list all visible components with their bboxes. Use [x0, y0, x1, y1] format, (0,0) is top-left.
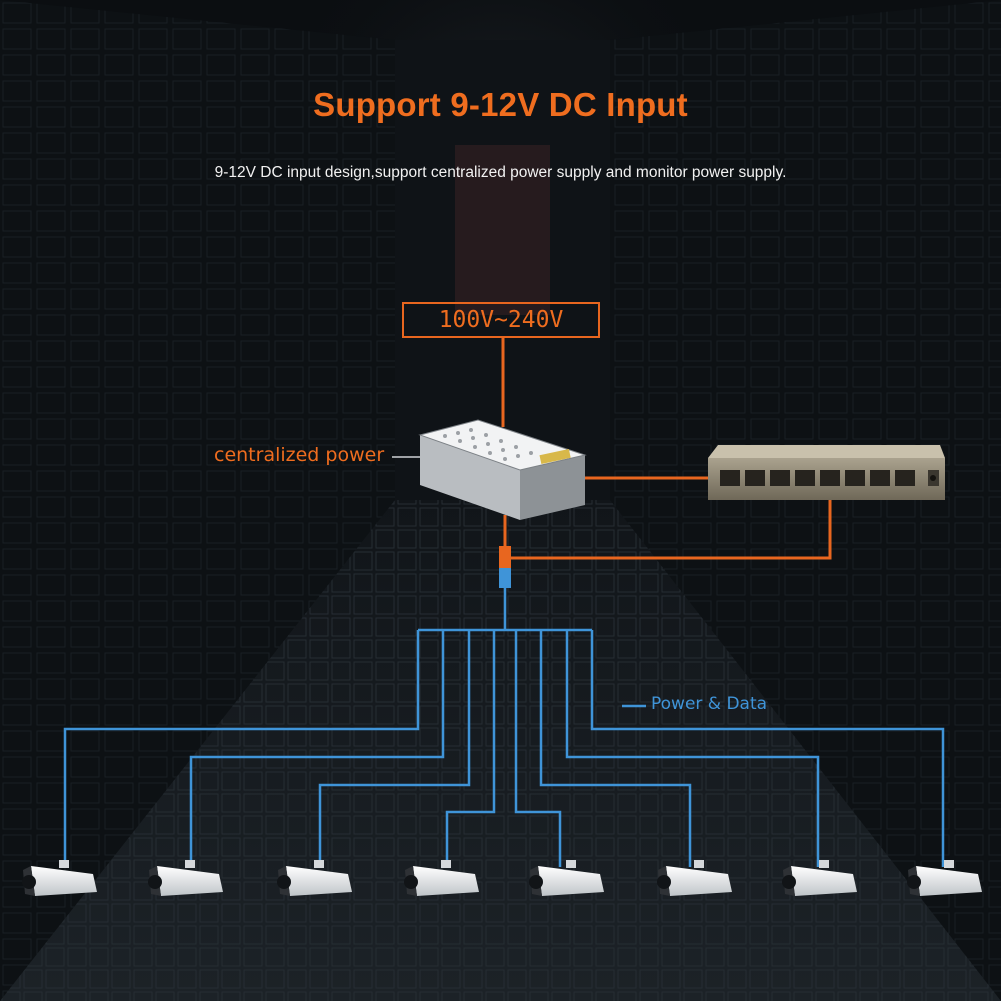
power-supply-icon [392, 419, 587, 520]
camera-icon [907, 860, 982, 896]
camera-icon [148, 860, 223, 896]
page-title: Support 9-12V DC Input [313, 86, 688, 123]
camera-row [22, 860, 982, 896]
camera-icon [657, 860, 732, 896]
page-subtitle: 9-12V DC input design,support centralize… [214, 164, 787, 181]
camera-icon [782, 860, 857, 896]
splitter-connector-icon [499, 546, 511, 588]
network-switch-icon [708, 445, 945, 500]
data-lines [63, 588, 945, 867]
power-supply-label: centralized power [214, 444, 385, 466]
power-data-label: Power & Data [651, 694, 768, 714]
camera-icon [277, 860, 352, 896]
camera-icon [404, 860, 479, 896]
camera-icon [22, 860, 97, 896]
camera-icon [529, 860, 604, 896]
voltage-label: 100V~240V [402, 302, 600, 338]
